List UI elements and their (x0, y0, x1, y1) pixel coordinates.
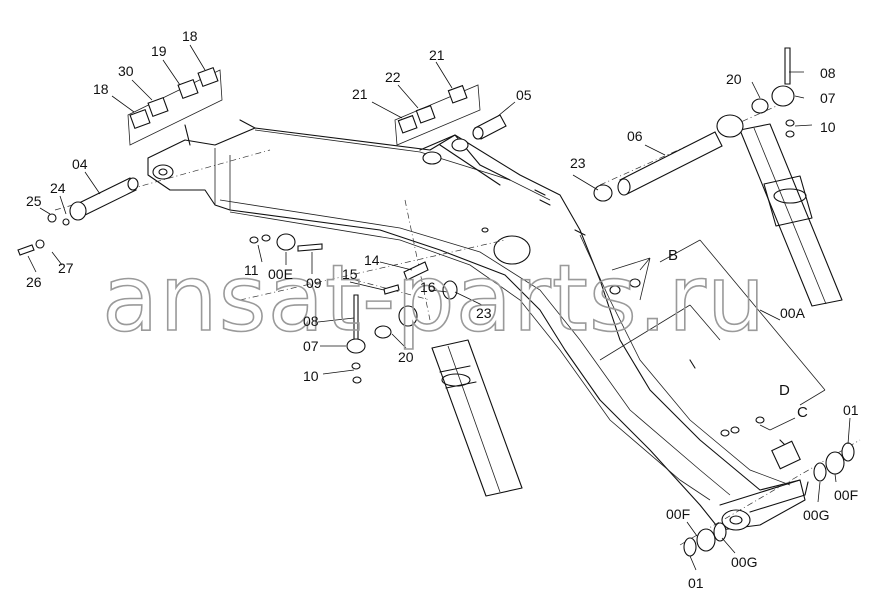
detail-frames (599, 239, 826, 470)
label-10: 10 (820, 119, 836, 135)
label-23: 23 (476, 305, 492, 321)
label-00A: 00A (780, 305, 806, 321)
label-19: 19 (151, 43, 167, 59)
part-labels: 18 30 19 18 21 22 21 05 04 24 25 26 27 1… (26, 28, 859, 591)
label-00F: 00F (666, 506, 690, 522)
label-00E: 00E (268, 266, 293, 282)
label-07: 07 (820, 90, 836, 106)
label-18: 18 (182, 28, 198, 44)
label-05: 05 (516, 87, 532, 103)
label-D: D (779, 382, 790, 399)
label-18: 18 (93, 81, 109, 97)
pin-05 (472, 114, 507, 140)
label-06: 06 (627, 128, 643, 144)
label-00G: 00G (803, 507, 829, 523)
label-07: 07 (303, 338, 319, 354)
label-24: 24 (50, 180, 66, 196)
bolt-group-middle (374, 261, 458, 339)
label-10: 10 (303, 368, 319, 384)
label-04: 04 (72, 156, 88, 172)
label-15: 15 (342, 266, 358, 282)
bolt-group-upper-right (751, 47, 795, 138)
label-00F: 00F (834, 487, 858, 503)
label-11: 11 (244, 262, 259, 278)
shims-upper-middle (394, 84, 481, 146)
label-30: 30 (118, 63, 134, 79)
upper-cylinder (739, 123, 843, 307)
bolt-group-left (249, 233, 323, 252)
pin-04 (17, 177, 139, 256)
label-27: 27 (58, 260, 74, 276)
label-16: 16 (420, 279, 436, 295)
boom-body (147, 119, 809, 531)
label-22: 22 (385, 69, 401, 85)
shims-upper-left (127, 66, 223, 146)
label-09: 09 (306, 275, 322, 291)
label-21: 21 (352, 86, 368, 102)
label-08: 08 (820, 65, 836, 81)
label-01: 01 (843, 402, 859, 418)
pin-06 (593, 114, 744, 202)
label-00G: 00G (731, 554, 757, 570)
bushings-lower-right (683, 442, 855, 557)
label-25: 25 (26, 193, 42, 209)
label-01: 01 (688, 575, 704, 591)
label-20: 20 (726, 71, 742, 87)
label-14: 14 (364, 252, 380, 268)
label-20: 20 (398, 349, 414, 365)
label-B: B (668, 247, 678, 264)
watermark-text: ansat-parts.ru (102, 245, 766, 352)
label-21: 21 (429, 47, 445, 63)
bolt-group-lower (346, 294, 366, 384)
leader-lines (27, 44, 851, 571)
label-26: 26 (26, 274, 42, 290)
label-23: 23 (570, 155, 586, 171)
label-08: 08 (303, 313, 319, 329)
lower-cylinder (431, 339, 523, 497)
label-C: C (797, 404, 808, 421)
